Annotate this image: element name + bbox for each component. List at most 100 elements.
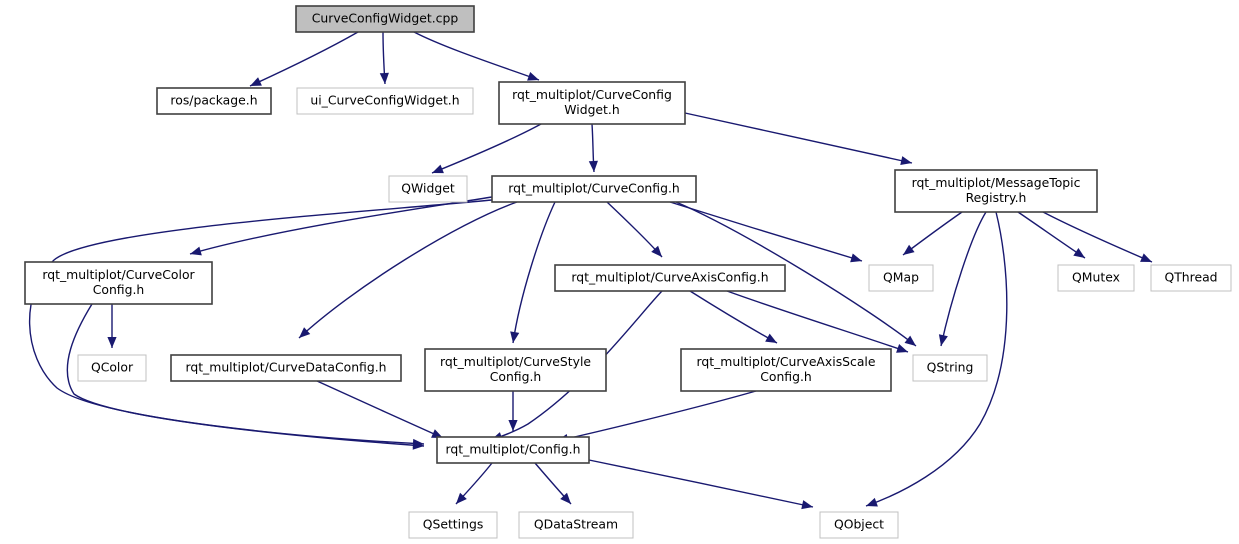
node-label: Config.h [760,369,812,384]
node-label: rqt_multiplot/CurveAxisConfig.h [571,270,768,285]
node-box[interactable] [819,511,899,539]
node-label: ui_CurveConfigWidget.h [310,93,459,108]
arrow-head-icon [651,245,662,257]
node-box[interactable] [518,511,634,539]
edge-curveaxis-to-qstring [726,290,909,353]
node-box[interactable] [894,169,1098,213]
arrow-head-icon [299,327,311,338]
node-label: QString [927,360,974,375]
edge-curvestyle-to-configh [508,391,518,431]
arrow-head-icon [866,497,878,507]
node-label: QMap [883,270,919,285]
edge-curvecolor-to-configh [66,303,425,450]
node-label: Config.h [93,282,145,297]
edge-curvedata-to-configh [316,380,444,439]
graph-node-qcolor[interactable]: QColor [77,354,147,382]
node-box[interactable] [680,348,892,392]
node-box[interactable] [912,354,988,382]
graph-node-qmutex[interactable]: QMutex [1057,264,1135,292]
graph-node-uiwidget[interactable]: ui_CurveConfigWidget.h [296,87,474,115]
graph-node-curvedata[interactable]: rqt_multiplot/CurveDataConfig.h [170,354,402,382]
edge-curveconfig-to-curvecolor [189,196,493,256]
node-box[interactable] [295,5,475,33]
graph-node-rospackage[interactable]: ros/package.h [156,87,272,115]
graph-node-qdatastream[interactable]: QDataStream [518,511,634,539]
arrow-head-icon [412,440,424,450]
node-layer: CurveConfigWidget.cpp ros/package.h ui_Cur… [24,5,1232,539]
arrow-head-icon [1140,253,1152,262]
arrow-head-icon [900,156,912,166]
node-label: rqt_multiplot/CurveAxisScale [697,354,876,369]
node-box[interactable] [498,81,686,125]
node-label: rqt_multiplot/Config.h [446,442,581,457]
node-label: QDataStream [534,517,618,532]
edge-configh-to-qobject [588,459,814,510]
graph-node-qwidget[interactable]: QWidget [388,175,468,203]
graph-node-qmap[interactable]: QMap [868,264,934,292]
graph-node-curveconfig[interactable]: rqt_multiplot/CurveConfig.h [491,175,697,203]
arrow-head-icon [107,337,117,348]
node-label: QMutex [1072,270,1120,285]
graph-node-qsettings[interactable]: QSettings [408,511,498,539]
node-box[interactable] [156,87,272,115]
arrow-head-icon [560,492,571,504]
node-box[interactable] [388,175,468,203]
node-label: rqt_multiplot/CurveColor [42,267,195,282]
node-label: QColor [91,360,134,375]
edge-root-to-rospackage [249,31,359,87]
graph-node-curveaxis[interactable]: rqt_multiplot/CurveAxisConfig.h [554,264,786,292]
node-label: rqt_multiplot/CurveStyle [440,354,591,369]
node-box[interactable] [408,511,498,539]
node-box[interactable] [24,261,213,305]
node-box[interactable] [436,436,590,464]
node-box[interactable] [77,354,147,382]
node-label: QWidget [401,181,455,196]
edge-curvecolor-to-qcolor [107,304,117,348]
arrow-head-icon [431,429,443,438]
arrow-head-icon [850,253,862,263]
node-box[interactable] [170,354,402,382]
edge-curveconfig-to-curvestyle [510,201,556,344]
edge-root-to-ccwidgeth [413,31,540,81]
node-label: QSettings [423,517,484,532]
node-box[interactable] [296,87,474,115]
node-box[interactable] [1150,264,1232,292]
edge-msgtopic-to-qstring [938,211,987,347]
edge-msgtopic-to-qmutex [1017,211,1086,259]
edge-curveconfig-to-qmap [669,201,863,263]
graph-node-configh[interactable]: rqt_multiplot/Config.h [436,436,590,464]
node-label: QObject [834,517,884,532]
arrow-head-icon [801,500,813,510]
graph-node-ccwidgeth[interactable]: rqt_multiplot/CurveConfigWidget.h [498,81,686,125]
node-box[interactable] [424,348,607,392]
node-box[interactable] [491,175,697,203]
edge-ccwidgeth-to-curveconfig [588,123,598,173]
arrow-head-icon [903,244,915,255]
arrow-head-icon [379,72,389,84]
arrow-head-icon [1073,248,1085,258]
graph-node-qthread[interactable]: QThread [1150,264,1232,292]
arrow-head-icon [432,164,444,174]
node-box[interactable] [1057,264,1135,292]
graph-node-qstring[interactable]: QString [912,354,988,382]
arrow-head-icon [588,160,598,172]
node-box[interactable] [868,264,934,292]
arrow-head-icon [938,334,948,346]
graph-node-qobject[interactable]: QObject [819,511,899,539]
edge-configh-to-qsettings [455,462,493,505]
edge-msgtopic-to-qthread [1042,211,1153,263]
arrow-head-icon [896,344,908,353]
graph-node-root[interactable]: CurveConfigWidget.cpp [295,5,475,33]
edge-curveconfig-to-curvedata [298,201,518,339]
edge-root-to-uiwidget [379,31,389,85]
node-box[interactable] [554,264,786,292]
arrow-head-icon [190,246,202,256]
node-label: rqt_multiplot/MessageTopic [912,175,1081,190]
node-label: Config.h [490,369,542,384]
